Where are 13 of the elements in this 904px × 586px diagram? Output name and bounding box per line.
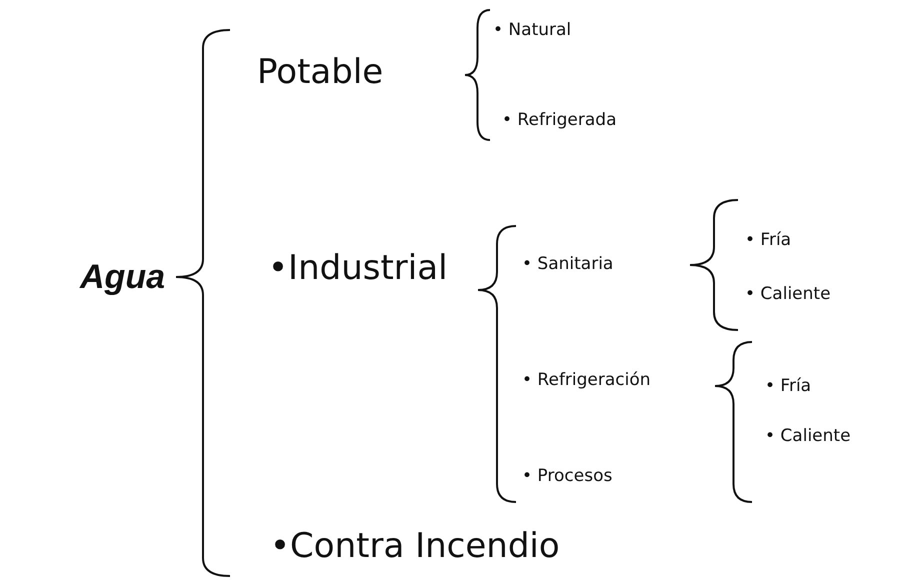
node-label: • Caliente <box>745 284 831 304</box>
node-label: Potable <box>257 52 384 92</box>
node-label: • Sanitaria <box>522 254 614 274</box>
node-label: • Refrigeración <box>522 370 651 390</box>
node-label: • Fría <box>745 230 792 250</box>
node-label: • Refrigerada <box>502 110 617 130</box>
node-label: • Caliente <box>765 426 851 446</box>
node-label: Agua <box>80 256 165 298</box>
node-label: •Contra Incendio <box>270 526 560 566</box>
node-label: • Natural <box>493 20 572 40</box>
node-label: •Industrial <box>268 248 448 288</box>
node-label: • Procesos <box>522 466 612 486</box>
node-label: • Fría <box>765 376 812 396</box>
